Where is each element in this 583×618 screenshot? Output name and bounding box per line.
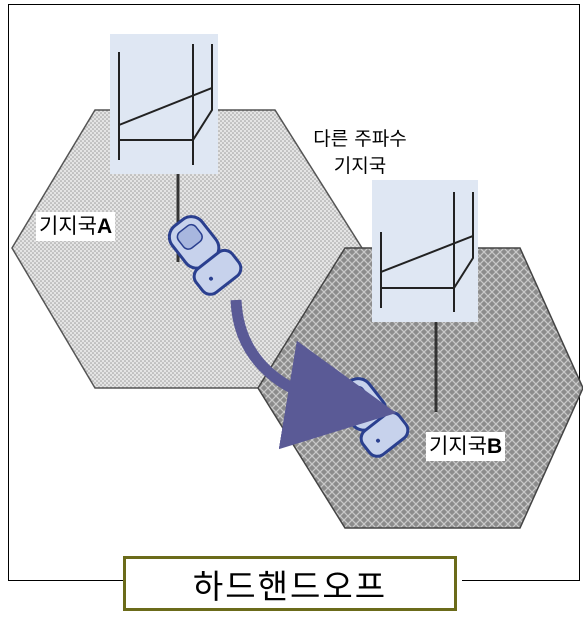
handoff-arrow-icon bbox=[230, 299, 397, 450]
base-station-b-tower-icon bbox=[372, 180, 478, 412]
mobile-phone-a-icon bbox=[167, 215, 243, 296]
diagram-frame bbox=[8, 4, 580, 581]
station-b-label: 기지국B bbox=[426, 432, 506, 461]
other-frequency-line-2: 기지국 bbox=[333, 155, 387, 177]
other-frequency-station-label: 다른 주파수 기지국 bbox=[290, 126, 430, 180]
frame-bottom-edge-right bbox=[462, 580, 579, 581]
frame-bottom-edge-left bbox=[8, 580, 123, 581]
station-b-label-prefix: 기지국 bbox=[429, 434, 487, 458]
base-station-a-tower-icon bbox=[110, 34, 218, 262]
station-a-letter: A bbox=[96, 215, 113, 238]
station-a-label-prefix: 기지국 bbox=[39, 214, 97, 238]
station-b-letter: B bbox=[486, 435, 503, 458]
other-frequency-line-1: 다른 주파수 bbox=[313, 128, 407, 150]
diagram-title: 하드핸드오프 bbox=[123, 556, 457, 611]
station-a-label: 기지국A bbox=[36, 212, 116, 241]
